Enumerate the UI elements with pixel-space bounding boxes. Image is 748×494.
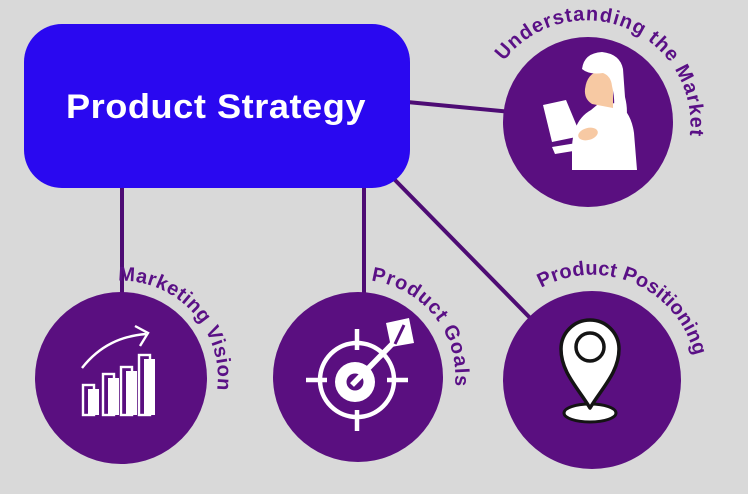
bar-filled-1	[88, 389, 99, 415]
bar-filled-3	[126, 371, 137, 415]
person-face-shape	[584, 71, 613, 108]
person-hair-shape	[582, 52, 627, 130]
root-node-box	[24, 24, 410, 188]
bar-filled-2	[108, 378, 119, 415]
target-with-dart-icon	[306, 318, 414, 431]
growth-arrow-head	[134, 324, 150, 347]
bar-filled-4	[144, 359, 155, 415]
root-node-label: Product Strategy	[66, 88, 366, 126]
pin-inner-circle	[574, 331, 606, 363]
connector-root-to-understanding-the-market	[406, 100, 513, 114]
person-with-laptop-icon	[543, 52, 637, 170]
dart-fletching-notch	[393, 324, 406, 345]
root-node: Product Strategy	[24, 24, 410, 188]
location-pin-icon	[559, 318, 621, 424]
connector-root-to-product-positioning	[392, 177, 539, 327]
laptop-screen-shape	[543, 100, 581, 142]
person-hand-shape	[578, 127, 598, 141]
growth-bar-chart-icon	[81, 324, 155, 417]
node-marketing-vision: Marketing Vision	[35, 263, 235, 464]
connector-lines	[120, 100, 539, 327]
growth-arrow-curve	[81, 332, 147, 369]
